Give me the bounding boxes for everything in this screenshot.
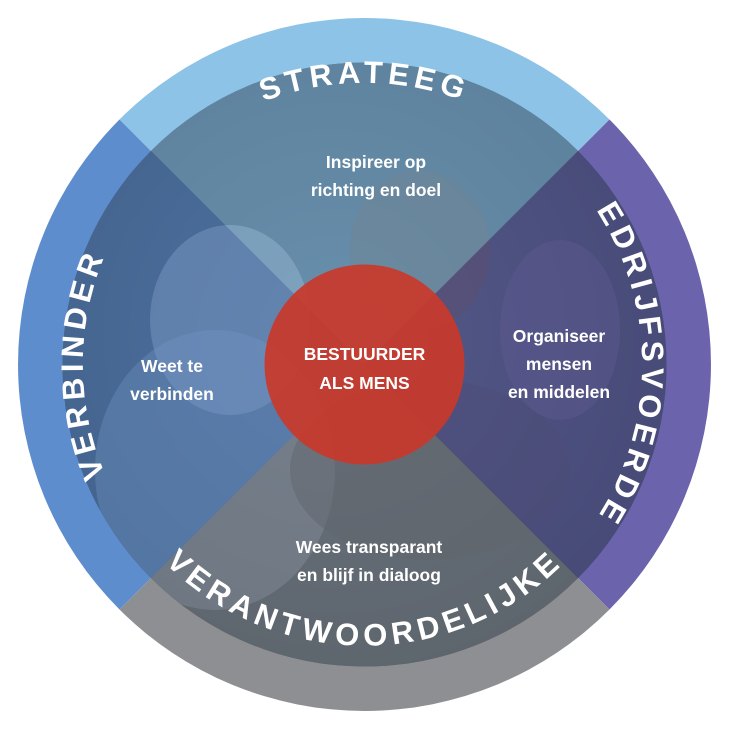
center-label-line2: ALS MENS [319, 373, 409, 393]
segment-left-line1: Weet te [141, 356, 203, 376]
ring-segment-bedrijfsvoerder [577, 119, 711, 610]
segment-left-line2: verbinden [130, 384, 214, 404]
segment-top-line1: Inspireer op [326, 152, 426, 172]
ring-segment-strateeg [119, 18, 610, 152]
center-circle [264, 264, 465, 465]
quadrant-left [62, 150, 365, 579]
ring-segment-verantwoordelijke [119, 577, 610, 711]
quadrant-top [150, 62, 579, 365]
segment-right-line2: mensen [526, 354, 592, 374]
ring-segment-verbinder [18, 119, 152, 610]
segment-bottom-line2: en blijf in dialoog [297, 565, 441, 585]
quadrant-right [364, 150, 667, 579]
segment-right-line1: Organiseer [513, 326, 606, 346]
segment-bottom-line1: Wees transparant [296, 537, 443, 557]
quadrant-bottom [150, 364, 579, 667]
center-label-line1: BESTUURDER [304, 344, 426, 364]
segment-right-line3: en middelen [508, 382, 610, 402]
segment-top-line2: richting en doel [311, 180, 441, 200]
